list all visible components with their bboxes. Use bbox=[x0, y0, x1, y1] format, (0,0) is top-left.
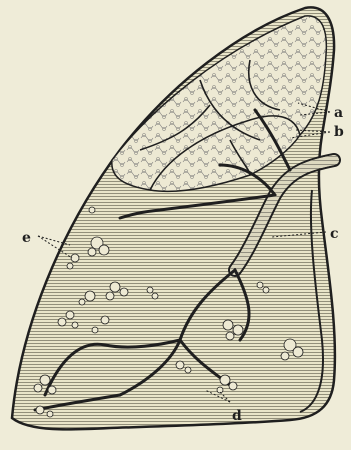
label-d: d bbox=[232, 408, 242, 424]
label-b: b bbox=[334, 124, 344, 140]
label-a: a bbox=[334, 105, 343, 121]
label-c: c bbox=[330, 226, 339, 242]
label-e: e bbox=[22, 230, 31, 246]
